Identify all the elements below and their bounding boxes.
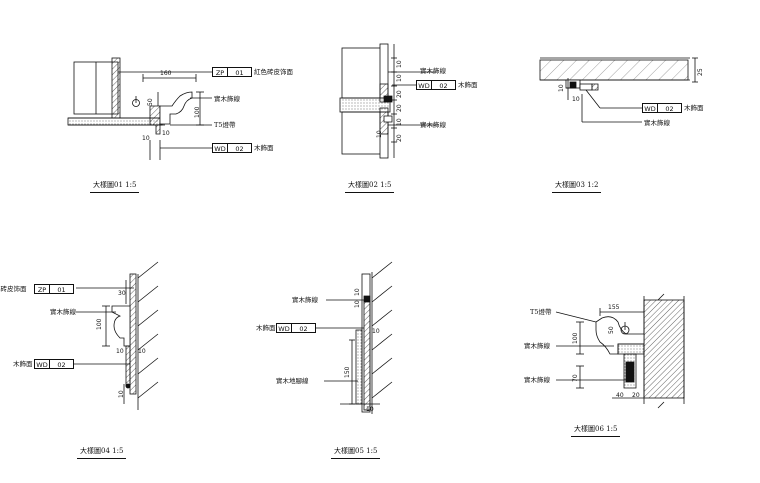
detail-04-drawing	[66, 261, 159, 410]
d2-dim-4: 20	[396, 104, 403, 112]
d1-label-t5: T5燈帶	[214, 121, 236, 129]
d4-caption: 大樣圖04 1:5	[76, 447, 127, 459]
d3-label-moulding: 實木飾線	[644, 119, 670, 127]
detail-03-drawing	[539, 57, 698, 123]
d1-dim-160: 160	[160, 70, 172, 77]
d5-dim-3: 10	[372, 328, 380, 335]
d1-dim-10b: 10	[162, 130, 170, 137]
d5-caption: 大樣圖05 1:5	[330, 447, 381, 459]
d4-tag-zp-text: 色砖皮饰面	[0, 285, 27, 293]
d2-dim-7: 20	[396, 134, 403, 142]
d4-dim-10a: 10	[116, 348, 124, 355]
d4-dim-100: 100	[96, 318, 103, 330]
detail-02-drawing	[339, 43, 436, 159]
d2-dim-5: 10	[396, 118, 403, 126]
d5-dim-5: 10	[366, 406, 374, 413]
d1-tag-wd-text: 木飾面	[254, 144, 274, 152]
d1-dim-10a: 10	[142, 135, 150, 142]
d2-dim-1: 10	[396, 60, 403, 68]
d2-dim-3: 20	[396, 90, 403, 98]
d4-dim-30: 30	[118, 290, 126, 297]
d3-tag-wd-text: 木飾面	[684, 104, 704, 112]
d1-tag-zp-text: 紅色砖皮饰面	[254, 68, 293, 76]
d3-dim-3: 25	[697, 68, 704, 76]
d2-dim-2: 10	[396, 74, 403, 82]
d2-caption: 大樣圖02 1:5	[344, 181, 395, 193]
d5-label-moulding: 實木飾線	[292, 296, 318, 304]
d1-dim-50: 50	[147, 98, 154, 106]
d2-label-moulding-bottom: 實木飾線	[420, 121, 446, 129]
d5-dim-150: 150	[344, 366, 351, 378]
d6-dim-70: 70	[572, 374, 579, 382]
d6-dim-20: 20	[632, 392, 640, 399]
d5-dim-2: 10	[354, 300, 361, 308]
detail-06-drawing	[555, 293, 685, 409]
d1-label-moulding: 實木飾線	[214, 95, 240, 103]
d2-dim-6: 10	[376, 130, 383, 138]
d4-label-moulding: 實木飾線	[50, 308, 76, 316]
d1-caption: 大樣圖01 1:5	[89, 181, 140, 193]
detail-01-drawing	[67, 57, 212, 160]
d3-dim-2: 10	[572, 96, 580, 103]
d6-label-t5: T5燈帶	[530, 308, 552, 316]
d5-label-skirting: 實木地腳線	[276, 377, 309, 385]
d3-caption: 大樣圖03 1:2	[551, 181, 602, 193]
d2-label-moulding-top: 實木飾線	[420, 67, 446, 75]
d4-dim-10b: 10	[138, 348, 146, 355]
detail-05-drawing	[314, 261, 393, 414]
d6-label-moulding-1: 實木飾線	[524, 342, 550, 350]
d6-dim-155: 155	[608, 304, 620, 311]
d5-dim-1: 10	[354, 288, 361, 296]
d6-dim-40: 40	[616, 392, 624, 399]
d3-dim-1: 10	[558, 84, 565, 92]
d5-tag-wd-text: 木飾面	[256, 324, 276, 332]
d4-dim-10c: 10	[118, 390, 125, 398]
d6-dim-100: 100	[572, 332, 579, 344]
d6-caption: 大樣圖06 1:5	[570, 425, 621, 437]
d1-dim-100: 100	[194, 106, 201, 118]
d6-label-moulding-2: 實木飾線	[524, 376, 550, 384]
d4-tag-wd-text: 木飾面	[13, 360, 33, 368]
d2-tag-wd-text: 木飾面	[458, 81, 478, 89]
d6-dim-50: 50	[608, 326, 615, 334]
